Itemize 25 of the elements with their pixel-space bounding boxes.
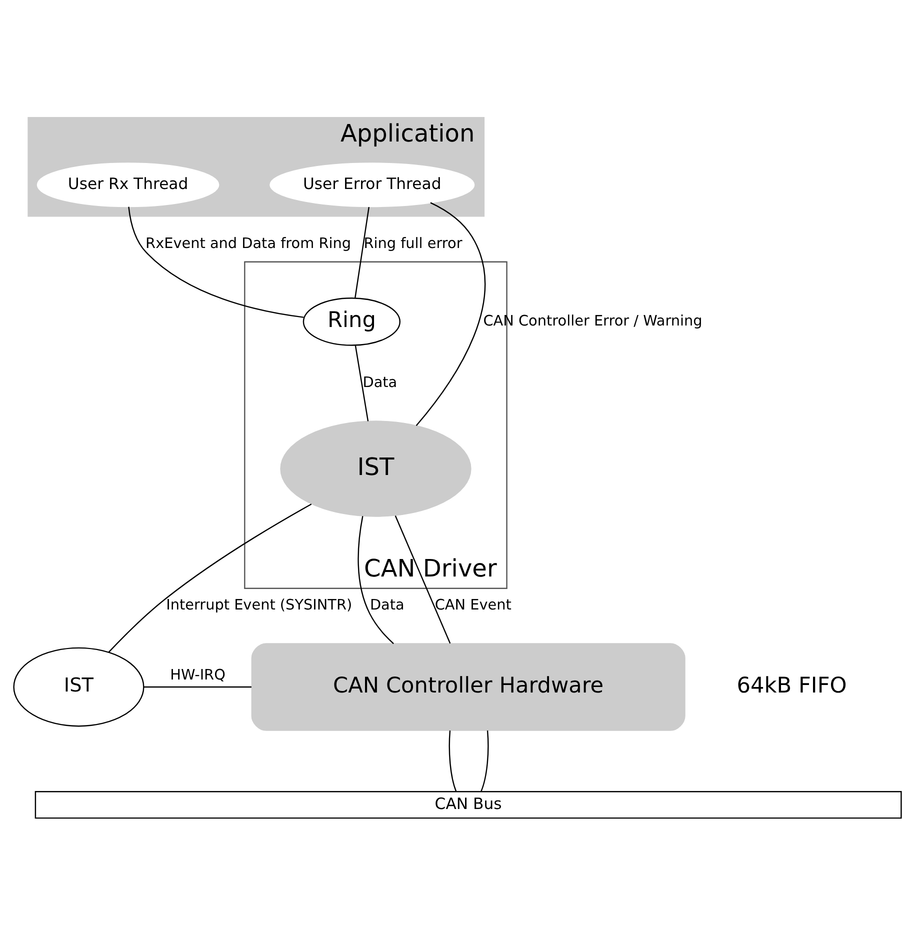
connector (480, 730, 488, 792)
edge-label: Interrupt Event (SYSINTR) (166, 597, 352, 614)
node-ellipse: User Error Thread (269, 162, 474, 207)
node-ellipse: Ring (302, 297, 400, 346)
connector (415, 202, 486, 426)
node-ellipse: IST (12, 646, 144, 726)
connector (357, 516, 394, 644)
connector (448, 730, 456, 792)
connector (354, 206, 370, 298)
node-label: 64kB FIFO (736, 672, 846, 698)
edge-label: CAN Event (434, 597, 511, 614)
node-box: CAN Controller Hardware (250, 642, 685, 730)
node-ellipse: IST (280, 420, 471, 516)
node-box: CAN Bus (34, 790, 902, 818)
connector (354, 344, 368, 421)
edge-label: RxEvent and Data from Ring (145, 236, 350, 252)
connector (394, 515, 450, 644)
connector (143, 686, 251, 688)
connector (108, 503, 312, 652)
edge-label: HW-IRQ (170, 666, 225, 683)
node-ellipse: User Rx Thread (36, 162, 219, 207)
connector (128, 206, 304, 318)
edge-label: Ring full error (363, 236, 462, 252)
edge-label: Data (362, 374, 397, 391)
edge-label: Data (369, 597, 404, 614)
